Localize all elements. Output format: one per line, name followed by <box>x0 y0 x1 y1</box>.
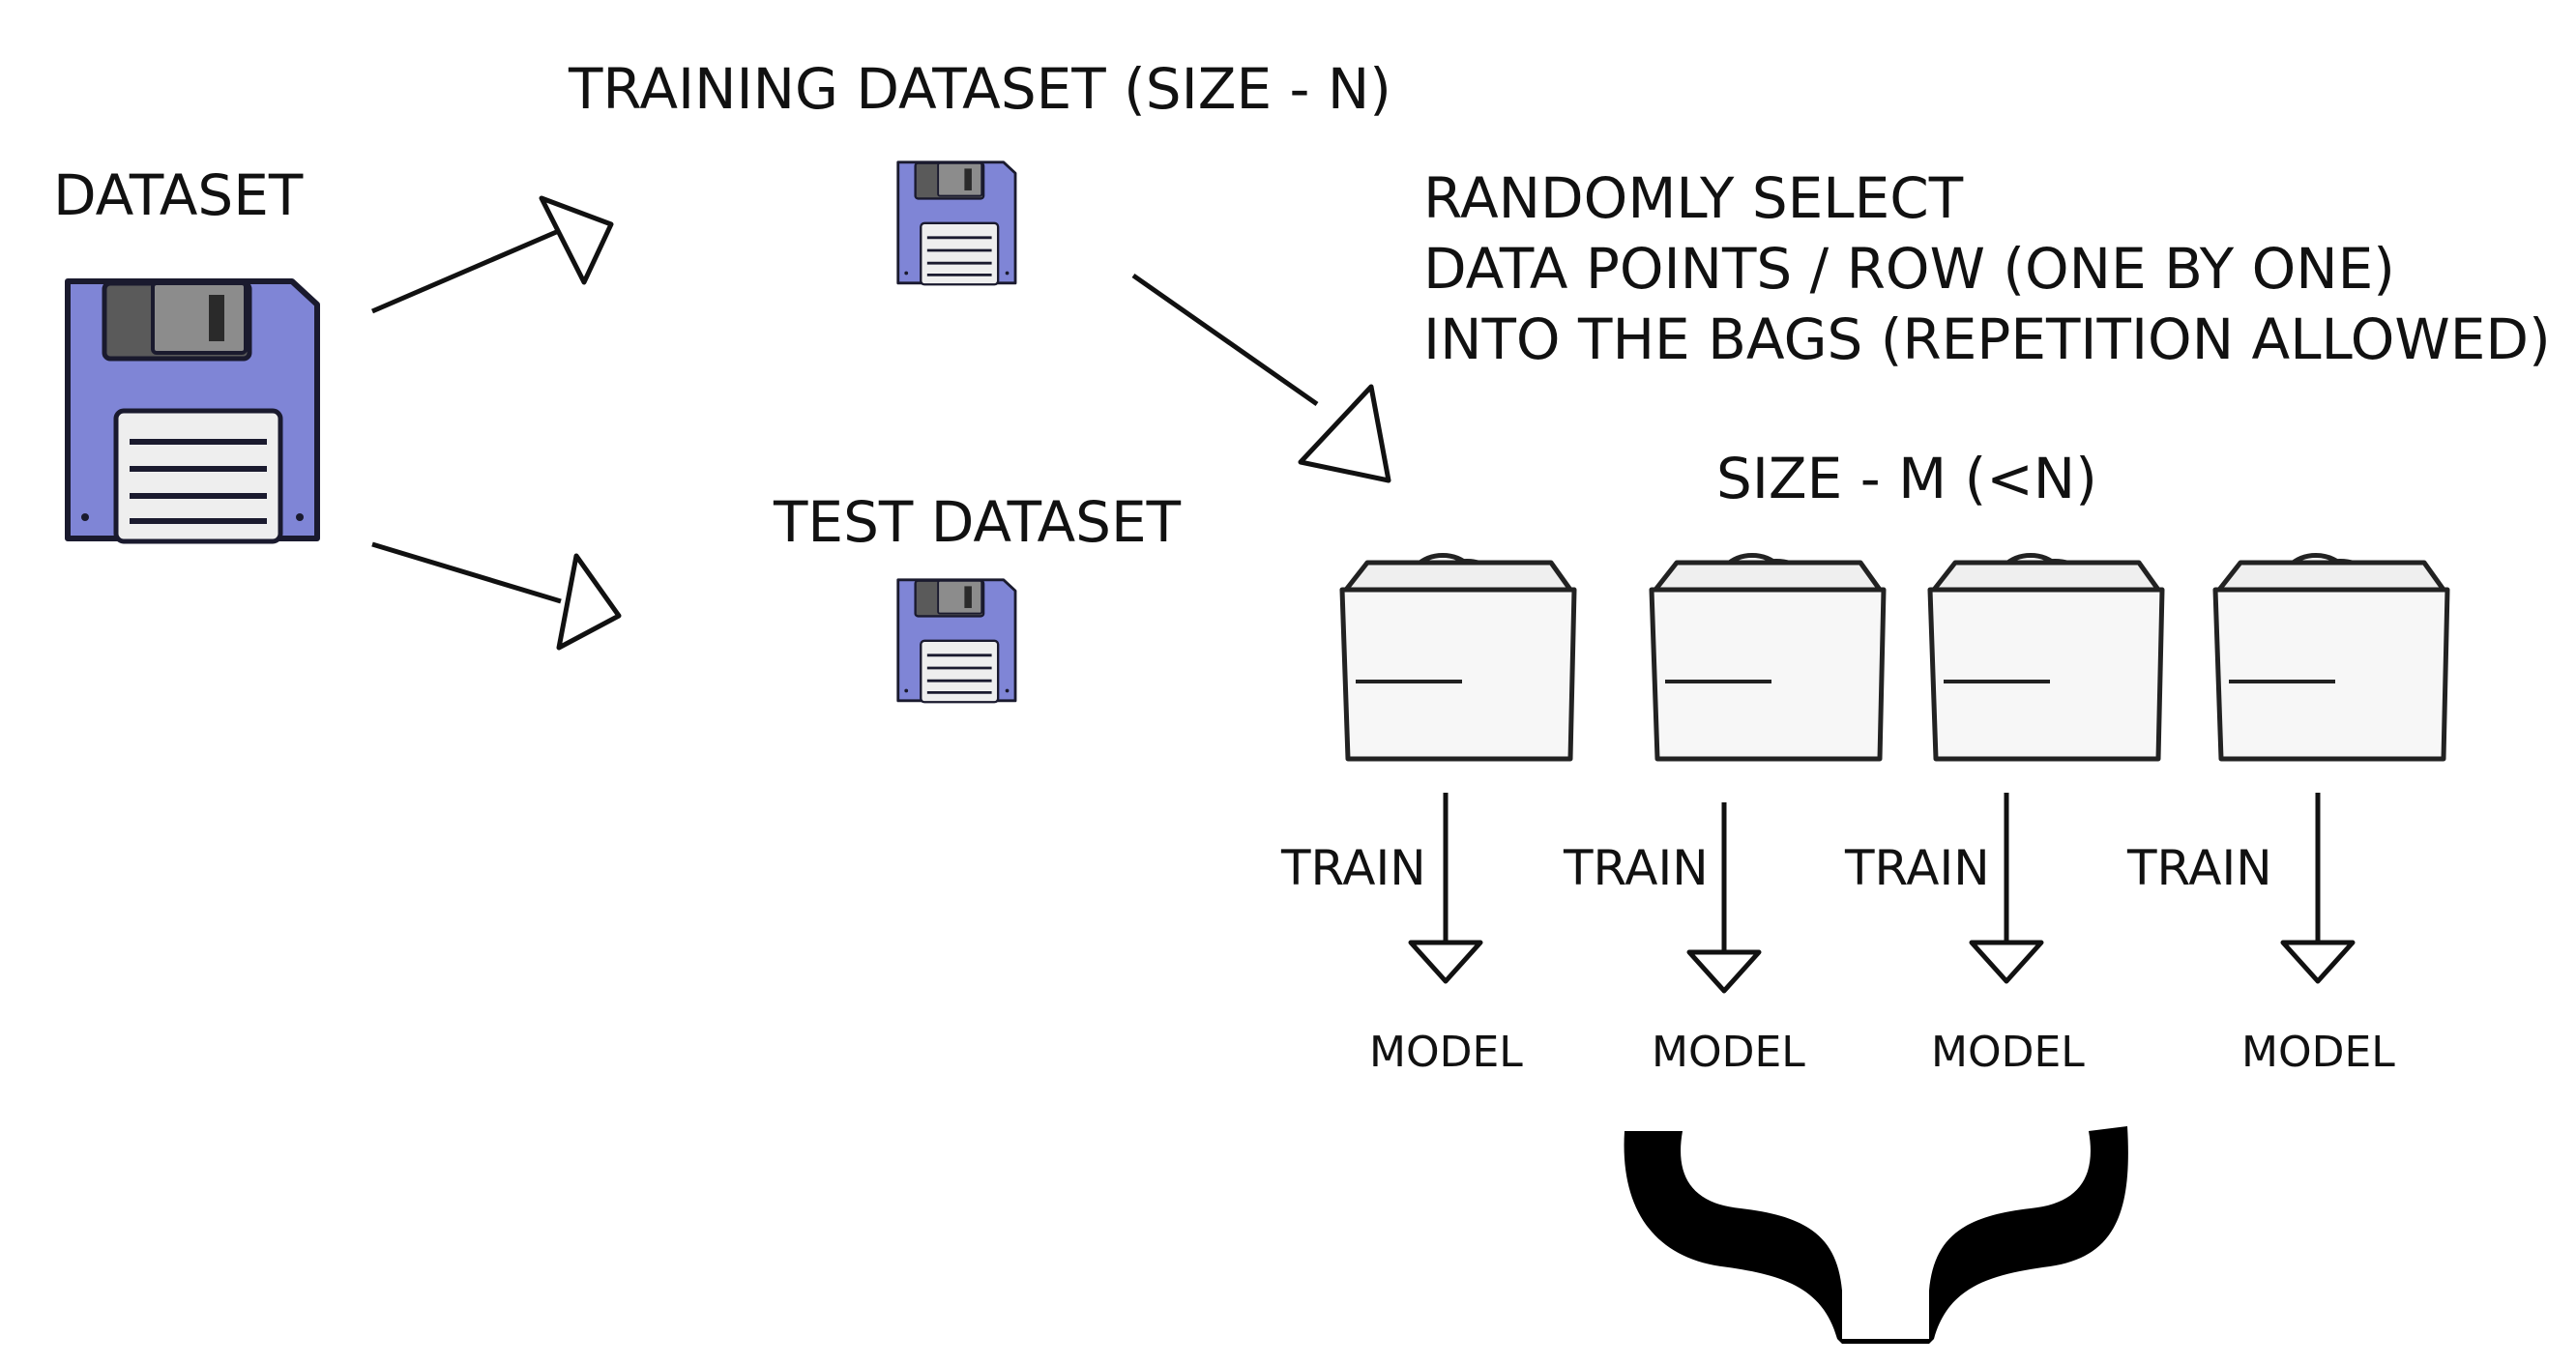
arrow-to-training-icon <box>371 195 614 314</box>
test-dataset-label: TEST DATASET <box>773 489 1182 555</box>
bag-3-shopping-bag-icon <box>1930 556 2162 760</box>
bag-4-shopping-bag-icon <box>2215 556 2447 760</box>
dataset-floppy-disk-icon <box>68 281 317 541</box>
bag-2-shopping-bag-icon <box>1652 556 1884 760</box>
training-dataset-label: TRAINING DATASET (SIZE - N) <box>568 56 1391 122</box>
model-label-4: MODEL <box>2241 1028 2395 1077</box>
instruction-line-3: INTO THE BAGS (REPETITION ALLOWED) <box>1423 306 2551 372</box>
arrow-to-test-icon <box>371 541 622 651</box>
training-floppy-disk-icon <box>896 160 1017 286</box>
train-label-3: TRAIN <box>1844 840 1990 896</box>
bag-1-shopping-bag-icon <box>1342 556 1574 760</box>
train-label-1: TRAIN <box>1280 840 1426 896</box>
model-label-2: MODEL <box>1652 1028 1805 1077</box>
curly-brace-icon <box>1624 1126 2128 1344</box>
test-floppy-disk-icon <box>896 578 1017 704</box>
train-arrow-4-icon <box>2283 793 2353 981</box>
train-arrow-2-icon <box>1689 802 1759 991</box>
bag-size-label: SIZE - M (<N) <box>1716 446 2097 511</box>
instruction-line-2: DATA POINTS / ROW (ONE BY ONE) <box>1423 236 2395 302</box>
arrow-to-bags-icon <box>1131 273 1391 483</box>
train-label-2: TRAIN <box>1563 840 1709 896</box>
train-label-4: TRAIN <box>2126 840 2272 896</box>
model-label-3: MODEL <box>1931 1028 2085 1077</box>
model-label-1: MODEL <box>1369 1028 1523 1077</box>
instruction-line-1: RANDOMLY SELECT <box>1423 165 1964 231</box>
dataset-label: DATASET <box>53 162 304 228</box>
